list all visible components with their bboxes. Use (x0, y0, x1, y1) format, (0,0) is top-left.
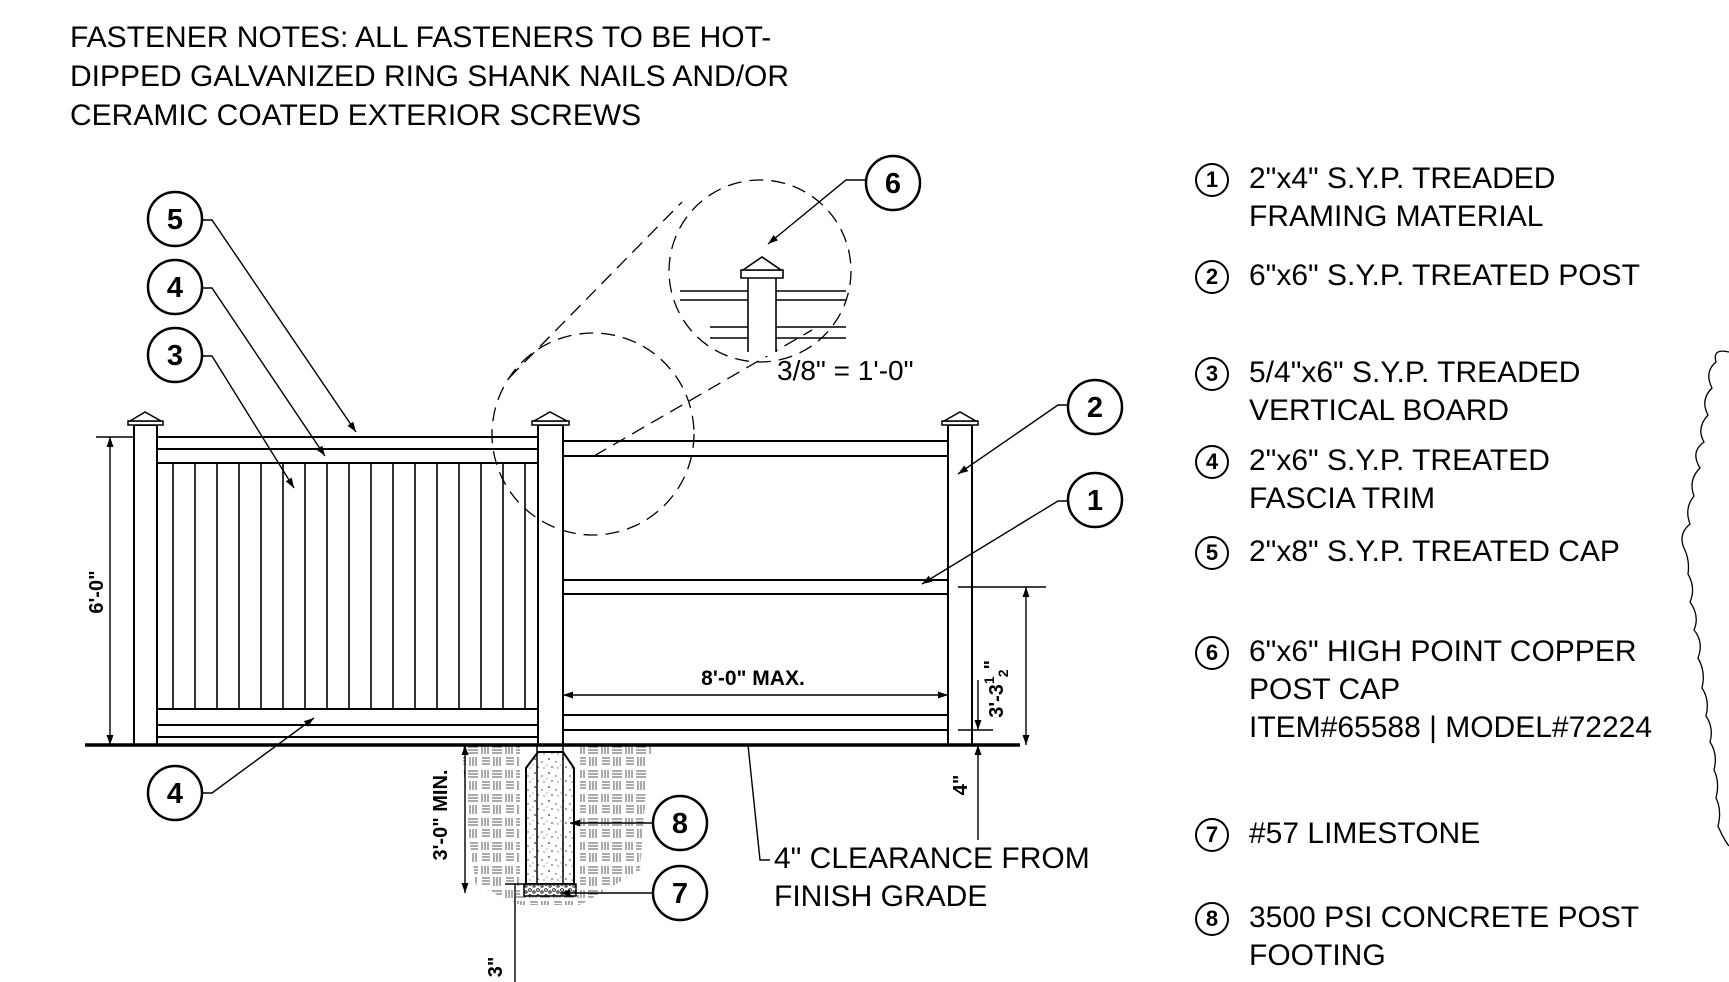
legend-number-7: 7 (1195, 818, 1229, 852)
leader-6 (767, 179, 868, 245)
revision-cloud (1681, 350, 1729, 847)
legend-number-6: 6 (1195, 636, 1229, 670)
legend-description-4: 2"x6" S.Y.P. TREATED FASCIA TRIM (1249, 442, 1550, 518)
post-cap-right (941, 411, 979, 426)
dim-clearance-label: 4" (950, 775, 972, 796)
callout-4-bottom: 4 (146, 764, 204, 822)
legend-description-7: #57 LIMESTONE (1249, 815, 1480, 853)
post-cap-middle (531, 411, 570, 426)
detail-leader-lower (593, 329, 813, 457)
dim-rail-height-label: 3'-312" (981, 660, 1011, 718)
leader-3 (202, 355, 295, 489)
legend-number-8: 8 (1195, 902, 1229, 936)
legend-description-line: VERTICAL BOARD (1249, 394, 1510, 427)
legend-description-8: 3500 PSI CONCRETE POST FOOTING (1249, 899, 1639, 975)
clearance-leader (747, 744, 770, 861)
legend-description-2: 6"x6" S.Y.P. TREATED POST (1249, 257, 1640, 295)
legend-description-line: FOOTING (1249, 939, 1386, 972)
clearance-note-line-2: FINISH GRADE (774, 880, 987, 913)
fascia-bottom-left (156, 708, 539, 726)
svg-text:3'-312": 3'-312" (981, 660, 1011, 718)
legend-description-line: FASCIA TRIM (1249, 482, 1436, 515)
detail-leader-upper (508, 201, 683, 379)
post-right (947, 424, 973, 746)
legend-description-line: ITEM#65588 | MODEL#72224 (1249, 711, 1653, 744)
legend-description-5: 2"x8" S.Y.P. TREATED CAP (1249, 533, 1620, 571)
legend-description-line: 3500 PSI CONCRETE POST (1249, 901, 1640, 934)
post-middle (537, 424, 564, 746)
detail-enlarged-circle (668, 179, 852, 363)
cap-rail-left (156, 436, 539, 450)
post-left (133, 424, 158, 746)
callout-2: 2 (1066, 378, 1124, 436)
legend-description-line: 2"x4" S.Y.P. TREADED (1249, 162, 1556, 195)
legend-description-line: 2"x6" S.Y.P. TREATED (1249, 444, 1550, 477)
callout-7-label: 7 (672, 878, 688, 910)
legend-description-line: FRAMING MATERIAL (1249, 200, 1544, 233)
mid-rail-right (562, 579, 949, 595)
leader-1 (921, 500, 1068, 585)
legend-number-2: 2 (1195, 260, 1229, 294)
leader-4-top (202, 287, 326, 457)
leader-2 (957, 404, 1068, 475)
bottom-rail-right (562, 714, 949, 731)
clearance-note-line-1: 4" CLEARANCE FROM (774, 842, 1090, 875)
callout-7: 7 (651, 864, 709, 922)
fascia-top-left (156, 448, 539, 464)
legend-number-3: 3 (1195, 357, 1229, 391)
callout-3: 3 (146, 326, 204, 384)
detail-post-cap (680, 256, 846, 356)
bottom-rail-left (156, 724, 539, 738)
legend-description-line: 6"x6" S.Y.P. TREATED POST (1249, 259, 1640, 292)
callout-4-top: 4 (146, 258, 204, 316)
callout-4-top-label: 4 (167, 272, 183, 304)
vertical-boards (172, 463, 526, 709)
callout-4-bottom-label: 4 (167, 778, 183, 810)
leader-4-bottom (202, 717, 315, 794)
callout-6: 6 (864, 154, 922, 212)
legend-description-line: POST CAP (1249, 673, 1401, 706)
concrete-footing (525, 751, 575, 885)
dim-bay-width-label: 8'-0" MAX. (701, 667, 805, 690)
legend-number-5: 5 (1195, 536, 1229, 570)
callout-5: 5 (146, 190, 204, 248)
fastener-notes: FASTENER NOTES: ALL FASTENERS TO BE HOT-… (70, 18, 789, 135)
dim-height-label: 6'-0" (86, 570, 108, 613)
callout-6-label: 6 (885, 168, 901, 200)
legend-number-4: 4 (1195, 445, 1229, 479)
callout-8: 8 (651, 794, 709, 852)
dim-embed-label: 3'-0" MIN. (430, 770, 452, 861)
post-cap-left (127, 411, 164, 426)
legend-description-line: #57 LIMESTONE (1249, 817, 1481, 850)
legend-description-line: 2"x8" S.Y.P. TREATED CAP (1249, 535, 1620, 568)
callout-2-label: 2 (1087, 392, 1103, 424)
callout-5-label: 5 (167, 204, 183, 236)
callout-1: 1 (1066, 471, 1124, 529)
fastener-notes-line-3: CERAMIC COATED EXTERIOR SCREWS (70, 99, 642, 132)
detail-scale-label: 3/8" = 1'-0" (777, 355, 914, 386)
callout-3-label: 3 (167, 340, 183, 372)
callout-8-label: 8 (672, 808, 688, 840)
leader-5 (202, 219, 357, 433)
limestone-base (523, 883, 577, 897)
detail-reference-circle (491, 332, 695, 536)
fastener-notes-line-1: FASTENER NOTES: ALL FASTENERS TO BE HOT- (70, 21, 772, 54)
callout-1-label: 1 (1087, 485, 1103, 517)
top-rail-right (562, 440, 949, 457)
legend-description-6: 6"x6" HIGH POINT COPPER POST CAP ITEM#6558… (1249, 633, 1652, 747)
legend-description-1: 2"x4" S.Y.P. TREADED FRAMING MATERIAL (1249, 160, 1555, 236)
legend-description-3: 5/4"x6" S.Y.P. TREADED VERTICAL BOARD (1249, 354, 1580, 430)
legend-number-1: 1 (1195, 163, 1229, 197)
fastener-notes-line-2: DIPPED GALVANIZED RING SHANK NAILS AND/O… (70, 60, 790, 93)
legend-description-line: 6"x6" HIGH POINT COPPER (1249, 635, 1637, 668)
dim-gravel-label: 3" (485, 957, 507, 978)
legend-description-line: 5/4"x6" S.Y.P. TREADED (1249, 356, 1581, 389)
